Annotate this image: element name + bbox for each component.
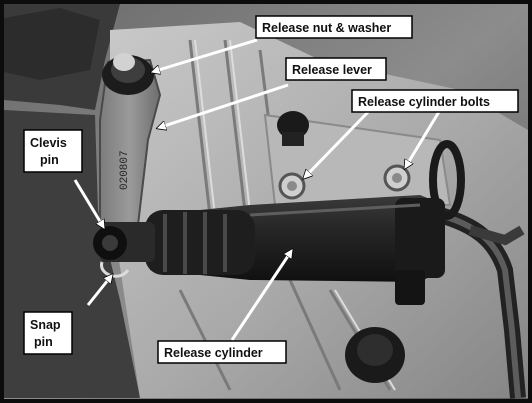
- cylinder-bolt-left: [278, 172, 306, 200]
- svg-text:pin: pin: [40, 153, 59, 167]
- svg-text:Release cylinder: Release cylinder: [164, 346, 263, 360]
- callout-arrows: [73, 38, 442, 341]
- lever-stamp-text: 020807: [119, 150, 131, 190]
- label-release-cylinder: Release cylinder: [157, 340, 287, 364]
- line-ring-fitting: [429, 140, 465, 220]
- label-release-nut-washer: Release nut & washer: [255, 15, 413, 39]
- release-nut-washer: [102, 53, 154, 95]
- lower-hex-fitting: [345, 327, 405, 383]
- arrow-bolt-left: [304, 108, 372, 178]
- rubber-boot-bellows: [145, 210, 255, 275]
- frame-beam: [4, 8, 100, 80]
- svg-text:Clevis: Clevis: [30, 136, 67, 150]
- hydraulic-hose: [437, 207, 526, 399]
- label-clevis-pin: Clevis pin: [23, 129, 83, 173]
- arrow-release-lever: [158, 83, 289, 128]
- svg-text:Release lever: Release lever: [292, 63, 372, 77]
- arrow-snap-pin: [86, 275, 112, 306]
- arrow-bolt-right: [405, 109, 442, 168]
- svg-text:pin: pin: [34, 335, 53, 349]
- upper-hex-bolt: [277, 111, 309, 146]
- svg-text:Release cylinder bolts: Release cylinder bolts: [358, 95, 490, 109]
- arrow-clevis-pin: [73, 179, 104, 228]
- label-snap-pin: Snap pin: [23, 311, 73, 355]
- label-release-cylinder-bolts: Release cylinder bolts: [351, 89, 519, 113]
- svg-text:Snap: Snap: [30, 318, 61, 332]
- svg-text:Release nut & washer: Release nut & washer: [262, 21, 391, 35]
- cylinder-bolt-right: [383, 164, 411, 192]
- clevis-pin: [93, 222, 155, 262]
- label-release-lever: Release lever: [285, 57, 387, 81]
- arrow-release-nut: [152, 38, 258, 72]
- arrow-release-cylinder: [230, 250, 292, 341]
